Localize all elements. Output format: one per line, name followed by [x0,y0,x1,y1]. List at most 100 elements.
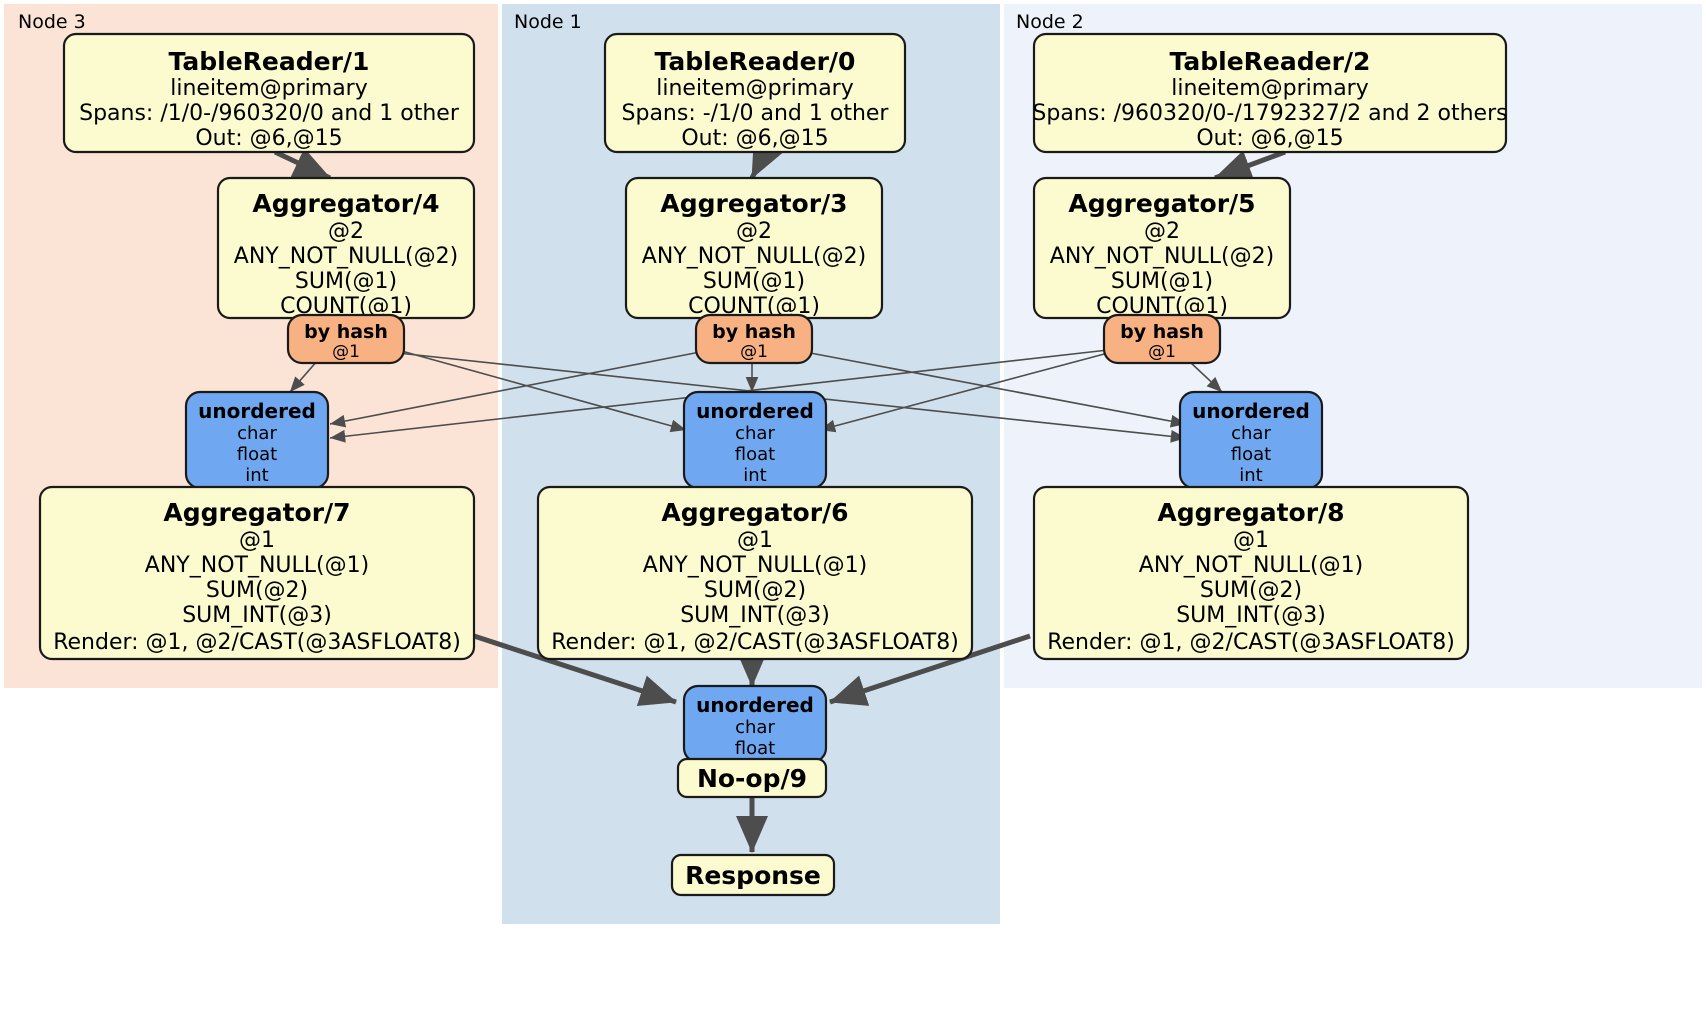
node-tablereader0-line-1: Spans: -/1/0 and 1 other [622,101,890,126]
router-unordered-mid-line-0: char [735,423,775,444]
node-aggregator6[interactable]: Aggregator/6 @1 ANY_NOT_NULL(@1) SUM(@2)… [536,485,974,661]
node-aggregator8-line-1: ANY_NOT_NULL(@1) [1139,553,1363,578]
node-aggregator7-line-0: @1 [239,528,275,553]
panel-node3-label: Node 3 [18,11,86,33]
router-unordered-final-title: unordered [696,693,814,717]
node-aggregator4-line-2: SUM(@1) [295,269,397,294]
router-unordered-left-line-1: float [237,444,277,465]
node-aggregator8[interactable]: Aggregator/8 @1 ANY_NOT_NULL(@1) SUM(@2)… [1032,485,1470,661]
node-aggregator6-line-3: SUM_INT(@3) [680,603,830,628]
router-byhash-mid-line-0: @1 [740,342,768,362]
node-aggregator6-box[interactable] [536,485,974,661]
node-aggregator6-line-0: @1 [737,528,773,553]
node-aggregator5-title: Aggregator/5 [1068,189,1255,218]
node-aggregator8-title: Aggregator/8 [1157,498,1344,527]
panel-node1-label: Node 1 [514,11,582,33]
node-tablereader1-title: TableReader/1 [169,47,370,76]
node-aggregator4[interactable]: Aggregator/4 @2 ANY_NOT_NULL(@2) SUM(@1)… [216,176,476,320]
node-aggregator7-line-1: ANY_NOT_NULL(@1) [145,553,369,578]
node-aggregator8-line-0: @1 [1233,528,1269,553]
node-tablereader1-box[interactable] [62,32,476,154]
router-unordered-left-line-2: int [245,465,268,486]
node-aggregator8-line-2: SUM(@2) [1200,578,1302,603]
edge-aggregator8-to-unordered-final [829,633,1031,706]
router-byhash-right-box[interactable] [1102,313,1222,365]
node-aggregator5[interactable]: Aggregator/5 @2 ANY_NOT_NULL(@2) SUM(@1)… [1032,176,1292,320]
router-byhash-right-line-0: @1 [1148,342,1176,362]
router-byhash-right-title: by hash [1120,321,1204,343]
edge-byhash-left-to-unordered-mid [397,349,687,433]
node-tablereader0-box[interactable] [603,32,907,154]
node-tablereader2-line-1: Spans: /960320/0-/1792327/2 and 2 others [1032,101,1507,126]
node-aggregator7-line-3: SUM_INT(@3) [182,603,332,628]
router-unordered-final[interactable]: unordered char float [682,684,828,764]
node-response-box[interactable] [670,853,836,897]
node-aggregator5-line-0: @2 [1144,219,1180,244]
node-aggregator7-title: Aggregator/7 [163,498,350,527]
router-unordered-right-line-0: char [1231,423,1271,444]
node-response-title: Response [685,861,821,890]
router-unordered-left-title: unordered [198,399,316,423]
node-aggregator8-line-4: Render: @1, @2/CAST(@3ASFLOAT8) [1047,630,1455,655]
node-tablereader1[interactable]: TableReader/1 lineitem@primary Spans: /1… [62,32,476,154]
router-unordered-mid[interactable]: unordered char float int [682,390,828,490]
node-tablereader0[interactable]: TableReader/0 lineitem@primary Spans: -/… [603,32,907,154]
node-aggregator6-line-2: SUM(@2) [704,578,806,603]
node-tablereader2[interactable]: TableReader/2 lineitem@primary Spans: /9… [1032,32,1508,154]
node-noop9[interactable]: No-op/9 [676,757,828,799]
edge-byhash-right-to-unordered-mid [819,352,1109,433]
router-unordered-left-line-0: char [237,423,277,444]
edge-byhash-mid-to-unordered-left [329,351,701,428]
edge-byhash-right-to-unordered-right [1189,361,1223,393]
node-noop9-title: No-op/9 [697,764,807,793]
node-aggregator3-line-1: ANY_NOT_NULL(@2) [642,244,866,269]
router-unordered-mid-line-1: float [735,444,775,465]
router-unordered-right-line-1: float [1231,444,1271,465]
edge-byhash-left-to-unordered-left [289,359,319,393]
node-aggregator7-line-2: SUM(@2) [206,578,308,603]
router-byhash-mid-box[interactable] [694,313,814,365]
node-aggregator7-box[interactable] [38,485,476,661]
router-byhash-left-title: by hash [304,321,388,343]
node-aggregator7[interactable]: Aggregator/7 @1 ANY_NOT_NULL(@1) SUM(@2)… [38,485,476,661]
node-aggregator3-title: Aggregator/3 [660,189,847,218]
node-aggregator5-line-2: SUM(@1) [1111,269,1213,294]
node-tablereader0-line-0: lineitem@primary [656,76,854,101]
router-byhash-left-line-0: @1 [332,342,360,362]
edge-byhash-mid-to-unordered-right [804,351,1187,428]
node-tablereader2-box[interactable] [1032,32,1508,154]
node-tablereader0-title: TableReader/0 [655,47,856,76]
node-aggregator6-line-1: ANY_NOT_NULL(@1) [643,553,867,578]
node-tablereader1-line-2: Out: @6,@15 [195,126,342,151]
router-unordered-right-title: unordered [1192,399,1310,423]
node-tablereader2-line-2: Out: @6,@15 [1196,126,1343,151]
router-byhash-mid-title: by hash [712,321,796,343]
router-unordered-final-line-0: char [735,717,775,738]
node-aggregator6-title: Aggregator/6 [661,498,848,527]
router-byhash-left-box[interactable] [286,313,406,365]
router-unordered-left[interactable]: unordered char float int [184,390,330,490]
router-unordered-right[interactable]: unordered char float int [1178,390,1324,490]
panel-node2-label: Node 2 [1016,11,1084,33]
router-byhash-right[interactable]: by hash @1 [1102,313,1222,365]
node-noop9-box[interactable] [676,757,828,799]
router-byhash-mid[interactable]: by hash @1 [694,313,814,365]
node-aggregator5-line-1: ANY_NOT_NULL(@2) [1050,244,1274,269]
node-aggregator4-line-1: ANY_NOT_NULL(@2) [234,244,458,269]
node-response[interactable]: Response [670,853,836,897]
node-tablereader1-line-0: lineitem@primary [170,76,368,101]
node-aggregator3-line-0: @2 [736,219,772,244]
node-aggregator4-title: Aggregator/4 [252,189,439,218]
edge-aggregator7-to-unordered-final [473,633,677,707]
edge-tablereader0-to-aggregator3 [749,138,783,180]
node-aggregator3-line-2: SUM(@1) [703,269,805,294]
node-aggregator7-line-4: Render: @1, @2/CAST(@3ASFLOAT8) [53,630,461,655]
node-tablereader0-line-2: Out: @6,@15 [681,126,828,151]
node-aggregator3[interactable]: Aggregator/3 @2 ANY_NOT_NULL(@2) SUM(@1)… [624,176,884,320]
node-aggregator4-line-0: @2 [328,219,364,244]
router-unordered-final-line-1: float [735,738,775,759]
node-aggregator8-box[interactable] [1032,485,1470,661]
node-aggregator8-line-3: SUM_INT(@3) [1176,603,1326,628]
router-byhash-left[interactable]: by hash @1 [286,313,406,365]
